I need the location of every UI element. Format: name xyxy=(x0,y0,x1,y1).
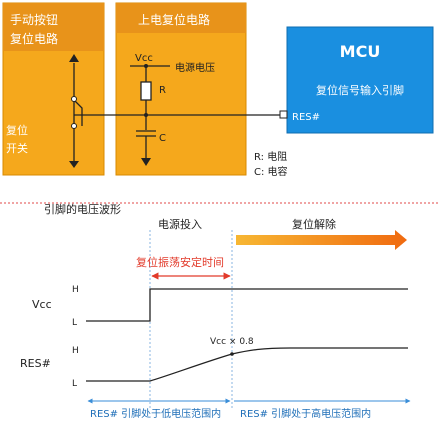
vcc-waveform xyxy=(86,288,408,322)
vcc-low-label: L xyxy=(72,318,77,328)
switch-label-line2: 开关 xyxy=(6,141,28,155)
manual-title-line1: 手动按钮 xyxy=(10,12,58,27)
vcc-node-label: Vcc xyxy=(135,53,153,64)
res-pin-square xyxy=(279,110,288,119)
release-arrow xyxy=(236,230,407,250)
res-high-label: H xyxy=(72,346,79,356)
cap-ground-icon xyxy=(141,158,151,166)
legend-r: R: 电阻 xyxy=(254,150,287,163)
manual-reset-box: 手动按钮 复位电路 复位 开关 xyxy=(2,2,105,176)
mcu-subtitle: 复位信号输入引脚 xyxy=(316,83,404,97)
mcu-title: MCU xyxy=(340,42,381,61)
vcc-high-label: H xyxy=(72,285,79,295)
manual-title-line2: 复位电路 xyxy=(10,31,58,46)
ground-symbols xyxy=(69,54,151,168)
low-range-label: RES# 引脚处于低电压范围内 xyxy=(90,407,221,420)
switch-label-line1: 复位 xyxy=(6,123,28,137)
res-wave-label: RES# xyxy=(20,357,51,370)
poweron-reset-box: 上电复位电路 Vcc 电源电压 R C xyxy=(115,2,247,176)
waveform-section-title: 引脚的电压波形 xyxy=(44,202,121,216)
vcc-wave-label: Vcc xyxy=(32,298,52,311)
capacitor-label: C xyxy=(159,133,166,144)
res-waveform xyxy=(86,347,408,382)
manual-ground-icon xyxy=(69,161,79,168)
stabilize-label: 复位振荡安定时间 xyxy=(136,255,224,269)
resistor-label: R xyxy=(159,85,166,96)
poweron-title: 上电复位电路 xyxy=(138,12,210,27)
threshold-label: Vcc × 0.8 xyxy=(210,337,254,347)
threshold-marker xyxy=(230,352,234,356)
mcu-box: MCU 复位信号输入引脚 RES# xyxy=(279,26,434,134)
power-on-label: 电源投入 xyxy=(158,217,202,231)
res-pin-label: RES# xyxy=(292,112,320,123)
high-range-label: RES# 引脚处于高电压范围内 xyxy=(240,407,371,420)
release-label: 复位解除 xyxy=(292,217,336,231)
legend-c: C: 电容 xyxy=(254,165,288,178)
res-low-label: L xyxy=(72,379,77,389)
supply-voltage-label: 电源电压 xyxy=(175,61,215,74)
manual-top-arrow-icon xyxy=(69,54,79,62)
